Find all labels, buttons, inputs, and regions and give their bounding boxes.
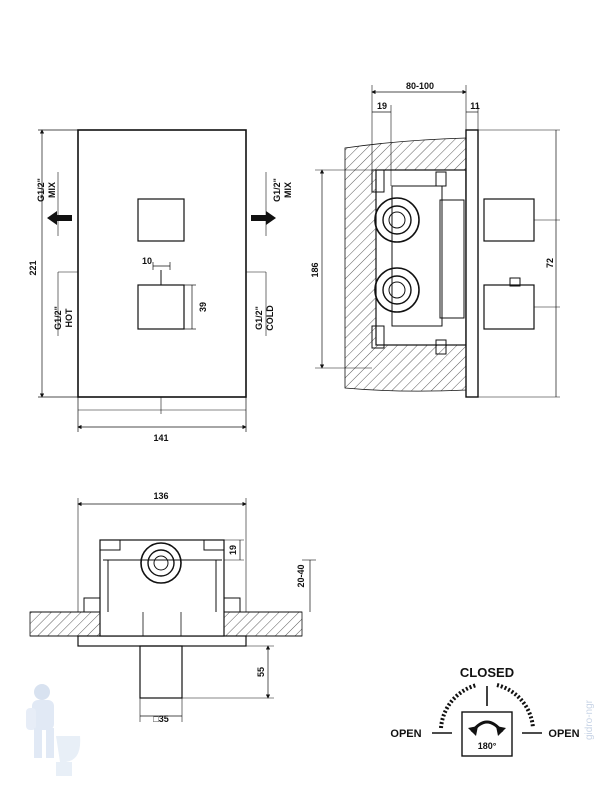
top-cover-plate <box>77 635 247 647</box>
front-bottom-knob <box>137 284 185 330</box>
dim-19-side: 19 <box>377 101 387 111</box>
side-bottom-knob <box>483 284 535 330</box>
front-view <box>38 129 267 432</box>
open-arc-right <box>496 683 535 729</box>
label-angle: 180° <box>478 741 497 751</box>
label-right-mix: MIX <box>283 182 293 198</box>
front-top-knob <box>137 198 185 242</box>
top-handle <box>139 645 183 699</box>
label-left-hot: HOT <box>64 308 74 328</box>
top-port <box>140 542 182 584</box>
side-port-upper <box>374 197 420 243</box>
label-right-mix-thread: G1/2" <box>272 178 282 202</box>
label-left-mix: MIX <box>47 182 57 198</box>
label-left-mix-thread: G1/2" <box>36 178 46 202</box>
dim-35: □35 <box>153 714 168 724</box>
dim-186: 186 <box>310 262 320 277</box>
label-closed: CLOSED <box>460 665 514 680</box>
top-valve-body <box>99 539 225 637</box>
rotation-legend <box>432 683 542 757</box>
valve-body <box>375 169 467 346</box>
floor-hatch-right <box>221 611 303 637</box>
label-open-left: OPEN <box>390 728 421 740</box>
dim-10: 10 <box>142 256 152 266</box>
label-right-cold-thread: G1/2" <box>254 306 264 330</box>
watermark-vertical-text: gidro-ngr <box>584 699 595 740</box>
floor-hatch-left <box>29 611 103 637</box>
side-view <box>315 85 560 398</box>
dim-11: 11 <box>470 101 480 111</box>
front-plate <box>77 129 247 398</box>
dim-80-100: 80-100 <box>406 81 434 91</box>
mix-outlet-arrow-left <box>47 211 72 225</box>
top-view <box>29 498 316 722</box>
mix-outlet-arrow-right <box>251 211 276 225</box>
dim-141: 141 <box>153 433 168 443</box>
label-open-right: OPEN <box>548 728 579 740</box>
side-top-knob <box>483 198 535 242</box>
dim-20-40: 20-40 <box>296 564 306 587</box>
open-arc-left <box>439 683 478 729</box>
plumber-watermark-logo <box>26 684 81 776</box>
dim-221: 221 <box>28 260 38 275</box>
side-cover-plate <box>465 129 479 398</box>
dim-19-top: 19 <box>228 545 238 555</box>
dim-55: 55 <box>256 667 266 677</box>
label-right-cold: COLD <box>265 305 275 331</box>
side-port-lower <box>374 267 420 313</box>
dim-72: 72 <box>545 258 555 268</box>
dim-39: 39 <box>198 302 208 312</box>
dim-136: 136 <box>153 491 168 501</box>
rotation-knob <box>461 711 513 757</box>
label-left-hot-thread: G1/2" <box>53 306 63 330</box>
